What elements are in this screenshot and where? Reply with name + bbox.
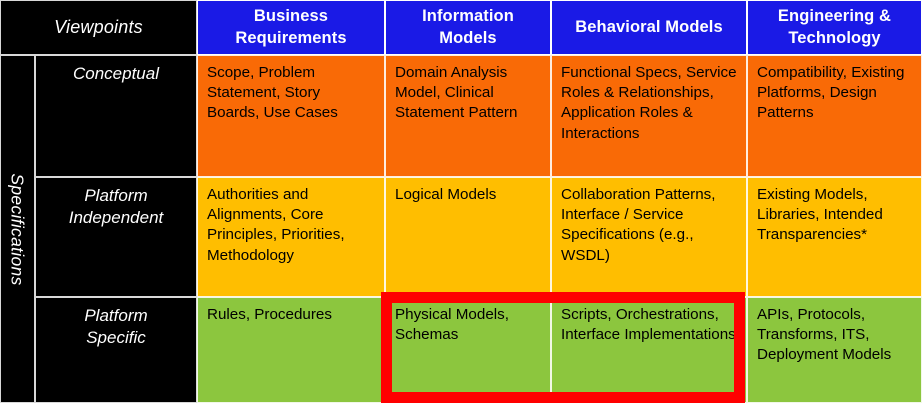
cell-conceptual-information-models[interactable]: Domain Analysis Model, Clinical Statemen… [385, 55, 551, 177]
cell-platform-specific-engineering-technology[interactable]: APIs, Protocols, Transforms, ITS, Deploy… [747, 297, 922, 403]
row-header-label: Platform Specific [84, 306, 148, 348]
cell-conceptual-engineering-technology[interactable]: Compatibility, Existing Platforms, Desig… [747, 55, 922, 177]
corner-header-label: Viewpoints [54, 17, 143, 37]
column-header-label: Behavioral Models [575, 17, 723, 36]
column-header-engineering-technology[interactable]: Engineering & Technology [747, 0, 922, 55]
row-header-label: Conceptual [72, 64, 159, 83]
cell-platform-independent-behavioral-models[interactable]: Collaboration Patterns, Interface / Serv… [551, 177, 747, 297]
row-group-spine-specifications: Specifications [0, 55, 35, 403]
cell-platform-specific-information-models[interactable]: Physical Models, Schemas [385, 297, 551, 403]
column-header-business-requirements[interactable]: Business Requirements [197, 0, 385, 55]
row-header-platform-independent: Platform Independent [35, 177, 197, 297]
corner-header-viewpoints: Viewpoints [0, 0, 197, 55]
column-header-label: Business Requirements [235, 7, 347, 47]
cell-platform-independent-engineering-technology[interactable]: Existing Models, Libraries, Intended Tra… [747, 177, 922, 297]
row-header-platform-specific: Platform Specific [35, 297, 197, 403]
cell-conceptual-business-requirements[interactable]: Scope, Problem Statement, Story Boards, … [197, 55, 385, 177]
row-header-label: Platform Independent [68, 186, 164, 228]
spine-label: Specifications [8, 172, 28, 286]
cell-platform-specific-behavioral-models[interactable]: Scripts, Orchestrations, Interface Imple… [551, 297, 747, 403]
column-header-information-models[interactable]: Information Models [385, 0, 551, 55]
cell-conceptual-behavioral-models[interactable]: Functional Specs, Service Roles & Relati… [551, 55, 747, 177]
column-header-label: Information Models [422, 7, 514, 47]
column-header-label: Engineering & Technology [777, 7, 892, 47]
cell-platform-specific-business-requirements[interactable]: Rules, Procedures [197, 297, 385, 403]
row-header-conceptual: Conceptual [35, 55, 197, 177]
cell-platform-independent-business-requirements[interactable]: Authorities and Alignments, Core Princip… [197, 177, 385, 297]
column-header-behavioral-models[interactable]: Behavioral Models [551, 0, 747, 55]
cell-platform-independent-information-models[interactable]: Logical Models [385, 177, 551, 297]
